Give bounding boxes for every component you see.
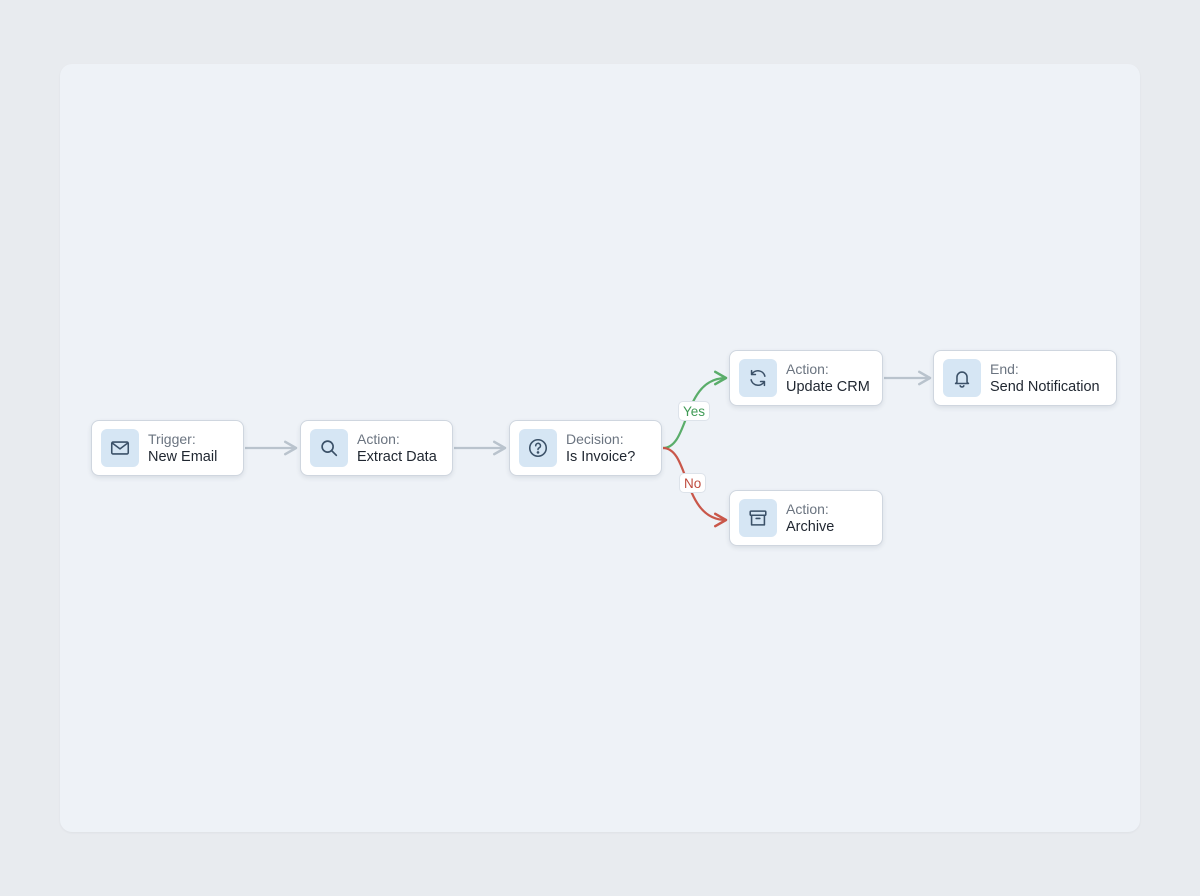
node-kind: Action: — [786, 501, 829, 517]
edge-label-no: No — [679, 473, 707, 493]
node-label: Extract Data — [357, 449, 437, 465]
node-label: Update CRM — [786, 379, 870, 395]
bell-icon — [943, 359, 981, 397]
node-label: New Email — [148, 449, 218, 465]
mail-icon — [101, 429, 139, 467]
node-decision-is-invoice[interactable]: Decision: Is Invoice? — [509, 420, 662, 476]
node-action-archive[interactable]: Action: Archive — [729, 490, 883, 546]
node-kind: Decision: — [566, 431, 624, 447]
help-circle-icon — [519, 429, 557, 467]
node-end-send-notification[interactable]: End: Send Notification — [933, 350, 1117, 406]
archive-icon — [739, 499, 777, 537]
node-action-update-crm[interactable]: Action: Update CRM — [729, 350, 883, 406]
search-icon — [310, 429, 348, 467]
node-kind: End: — [990, 361, 1019, 377]
edge-label-yes: Yes — [678, 401, 711, 421]
node-action-extract-data[interactable]: Action: Extract Data — [300, 420, 453, 476]
node-kind: Action: — [357, 431, 400, 447]
node-trigger-new-email[interactable]: Trigger: New Email — [91, 420, 244, 476]
refresh-icon — [739, 359, 777, 397]
node-label: Archive — [786, 519, 835, 535]
node-kind: Trigger: — [148, 431, 196, 447]
node-label: Is Invoice? — [566, 449, 636, 465]
node-label: Send Notification — [990, 379, 1100, 395]
node-kind: Action: — [786, 361, 829, 377]
